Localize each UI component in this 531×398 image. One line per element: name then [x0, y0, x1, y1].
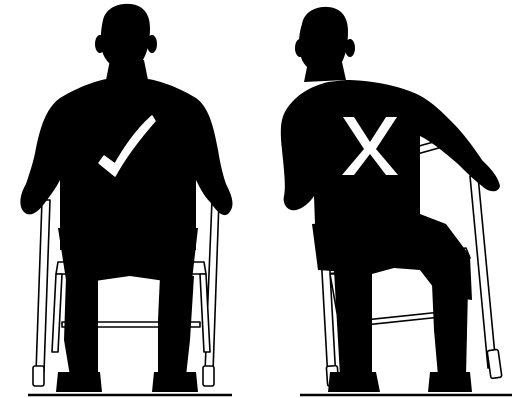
person-silhouette-leaning — [281, 7, 500, 392]
incorrect-posture-panel — [281, 7, 512, 395]
correct-posture-panel — [20, 4, 232, 395]
